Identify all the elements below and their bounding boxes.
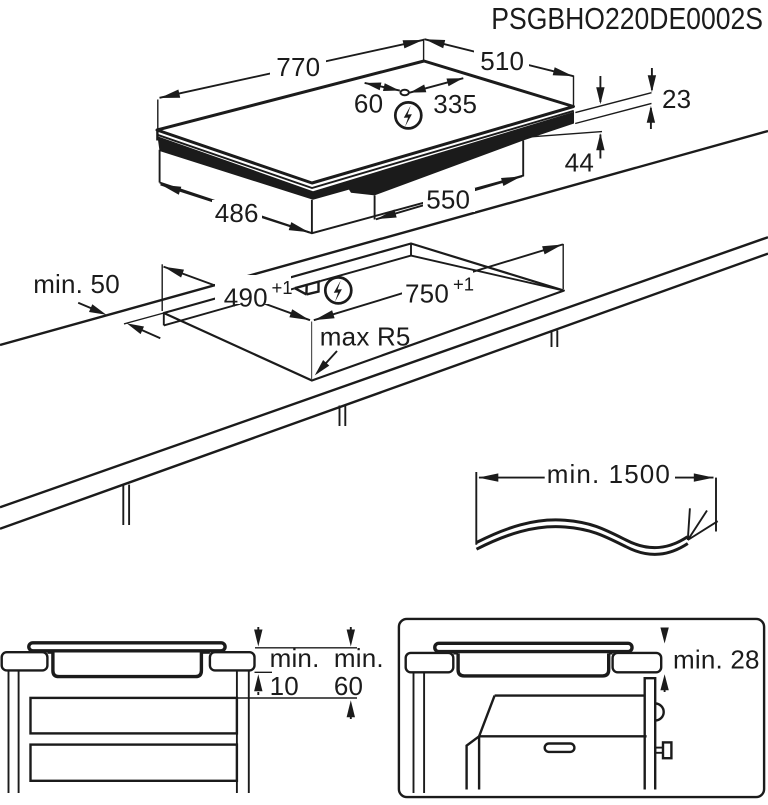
svg-text:min.: min. xyxy=(270,643,320,673)
svg-text:335: 335 xyxy=(433,89,477,119)
svg-text:23: 23 xyxy=(662,84,691,114)
svg-text:750: 750 xyxy=(405,279,449,309)
svg-text:510: 510 xyxy=(480,46,524,76)
svg-text:770: 770 xyxy=(276,52,320,82)
svg-text:min. 28: min. 28 xyxy=(673,645,760,675)
svg-text:10: 10 xyxy=(270,671,299,701)
svg-text:486: 486 xyxy=(215,198,259,228)
svg-text:min.: min. xyxy=(334,643,384,673)
svg-text:44: 44 xyxy=(565,147,594,177)
svg-text:+1: +1 xyxy=(453,274,474,295)
svg-text:min. 1500: min. 1500 xyxy=(547,459,671,489)
svg-text:+1: +1 xyxy=(272,277,293,298)
svg-text:550: 550 xyxy=(426,184,470,214)
svg-text:min. 50: min. 50 xyxy=(33,269,120,299)
svg-text:60: 60 xyxy=(334,671,363,701)
svg-text:PSGBHO220DE0002S: PSGBHO220DE0002S xyxy=(491,1,763,36)
svg-text:60: 60 xyxy=(354,88,383,118)
svg-text:max R5: max R5 xyxy=(320,322,411,352)
svg-text:490: 490 xyxy=(224,282,268,312)
